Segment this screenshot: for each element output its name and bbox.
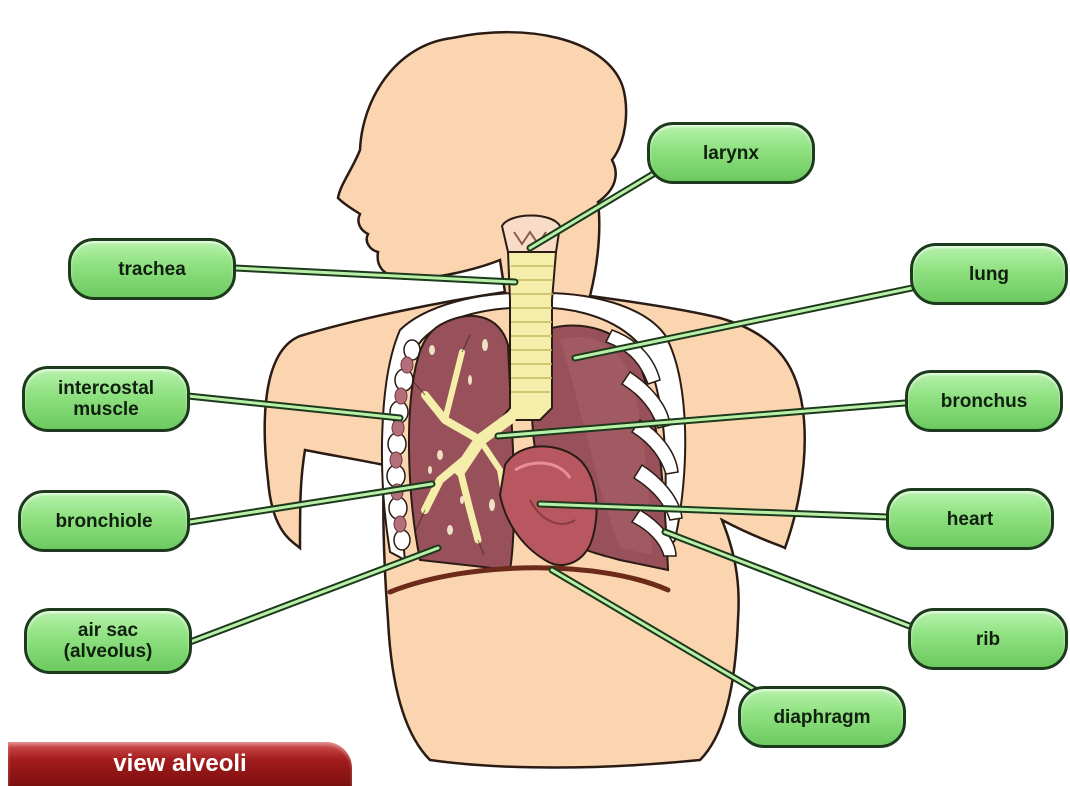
- label-heart[interactable]: heart: [886, 488, 1054, 550]
- label-rib[interactable]: rib: [908, 608, 1068, 670]
- label-trachea[interactable]: trachea: [68, 238, 236, 300]
- label-larynx[interactable]: larynx: [647, 122, 815, 184]
- label-bronchiole[interactable]: bronchiole: [18, 490, 190, 552]
- label-bronchus[interactable]: bronchus: [905, 370, 1063, 432]
- view-alveoli-button[interactable]: view alveoli: [8, 742, 352, 786]
- label-lung[interactable]: lung: [910, 243, 1068, 305]
- label-diaphragm[interactable]: diaphragm: [738, 686, 906, 748]
- label-air-sac[interactable]: air sac (alveolus): [24, 608, 192, 674]
- label-intercostal-muscle[interactable]: intercostal muscle: [22, 366, 190, 432]
